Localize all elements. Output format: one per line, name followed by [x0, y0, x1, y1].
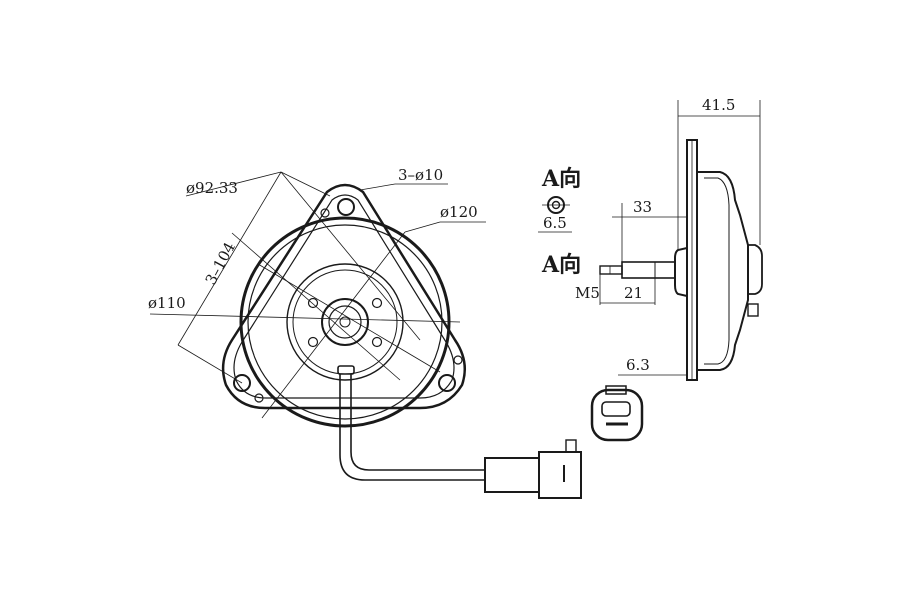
shaft-diameter-label: 6.5	[543, 214, 567, 232]
front-view	[149, 171, 582, 499]
motor-body-inner	[704, 177, 730, 365]
mount-hole-right-small	[453, 355, 463, 365]
connector-face	[590, 385, 644, 442]
pitch-dim-label: 3–104	[202, 239, 239, 288]
hub-inner	[328, 305, 362, 339]
diameter-110-label: ø110	[148, 294, 186, 312]
flange-label: 6.3	[626, 356, 650, 374]
total-width-label: 41.5	[702, 96, 735, 114]
outer-ring-inner	[247, 224, 443, 420]
rotor-ring-inner	[292, 269, 398, 375]
connector-latch	[565, 439, 577, 453]
shaft-center	[339, 316, 351, 328]
mount-hole-right	[438, 374, 456, 392]
bolt-hole	[371, 336, 383, 348]
diameter-120-label: ø120	[440, 203, 478, 221]
rotor-ring	[286, 263, 404, 381]
side-dimension-lines	[599, 100, 761, 376]
mount-hole-left	[233, 374, 251, 392]
mounting-plate-inner	[233, 194, 455, 399]
bolt-hole	[371, 297, 383, 309]
shaft-thread	[599, 265, 623, 275]
view-a-label-bottom: A向	[541, 252, 581, 278]
connector-head	[538, 451, 582, 499]
shaft-length-label: 33	[633, 198, 652, 216]
rear-cap	[748, 244, 763, 295]
holes-dim-label: 3–ø10	[398, 166, 443, 184]
cable-grommet	[337, 365, 355, 375]
shaft	[621, 261, 676, 279]
side-view	[599, 139, 763, 381]
rear-nub	[747, 303, 759, 317]
mounting-plate	[221, 183, 467, 410]
thread-label: M5	[575, 284, 600, 302]
shaft-tip-label: 21	[624, 284, 643, 302]
mount-hole-top-small	[320, 208, 330, 218]
view-a-label-top: A向	[541, 166, 581, 192]
motor-body	[697, 171, 749, 371]
diameter-92-label: ø92.33	[186, 179, 238, 197]
connector-body	[484, 457, 540, 493]
shaft-end-detail	[542, 196, 570, 214]
mount-hole-left-small	[254, 393, 264, 403]
bolt-hole	[307, 297, 319, 309]
hub-outer	[321, 298, 369, 346]
bolt-hole	[307, 336, 319, 348]
front-hub	[674, 247, 688, 297]
shaft-flat	[654, 261, 676, 279]
leader-lines	[149, 171, 486, 419]
cable	[339, 374, 485, 481]
mount-hole-top	[337, 198, 355, 216]
